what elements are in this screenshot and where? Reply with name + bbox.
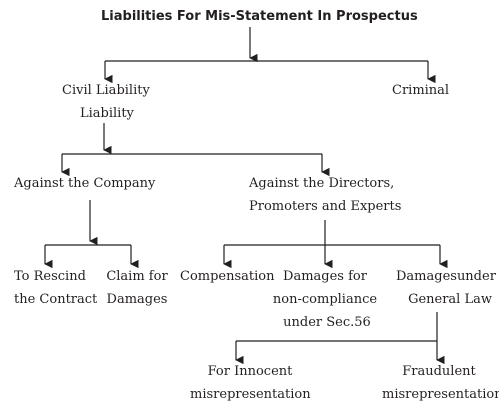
node-claim-line-2: Damages — [106, 292, 168, 307]
node-civil-line-2: Liability — [80, 106, 134, 121]
node-compensation: Compensation — [180, 265, 275, 288]
node-rescind-contract: To Rescind the Contract — [14, 265, 97, 311]
node-against-directors-line-1: Against the Directors, — [249, 176, 395, 191]
node-innocent-line-2: misrepresentation — [190, 387, 311, 402]
node-fraudulent-line-1: Fraudulent — [402, 364, 476, 379]
node-civil-line-1: Civil Liability — [62, 83, 150, 98]
node-claim-damages: Claim for Damages — [102, 265, 172, 311]
node-compensation-line-1: Compensation — [180, 269, 275, 284]
node-damages-noncompliance-line-3: under Sec.56 — [283, 315, 371, 330]
diagram-title: Liabilities For Mis-Statement In Prospec… — [101, 9, 418, 24]
node-against-directors: Against the Directors, Promoters and Exp… — [249, 172, 401, 218]
node-damages-general-line-2: General Law — [408, 292, 492, 307]
node-rescind-line-1: To Rescind — [14, 269, 86, 284]
node-damages-noncompliance: Damages for non-compliance under Sec.56 — [272, 265, 378, 334]
node-against-directors-line-2: Promoters and Experts — [249, 199, 402, 214]
node-damages-general-law: Damagesunder General Law — [396, 265, 496, 311]
node-criminal: Criminal — [392, 79, 449, 102]
node-civil-liability: Civil Liability Liability — [62, 79, 150, 125]
node-fraudulent-misrepresentation: Fraudulent misrepresentation — [382, 360, 499, 406]
node-damages-noncompliance-line-1: Damages for — [283, 269, 367, 284]
node-fraudulent-line-2: misrepresentation — [382, 387, 499, 402]
node-against-company-line-1: Against the Company — [14, 176, 156, 191]
node-damages-general-line-1: Damagesunder — [396, 269, 496, 284]
node-innocent-misrepresentation: For Innocent misrepresentation — [190, 360, 311, 406]
node-damages-noncompliance-line-2: non-compliance — [272, 292, 378, 307]
node-claim-line-1: Claim for — [106, 269, 168, 284]
node-criminal-line-1: Criminal — [392, 83, 450, 98]
node-rescind-line-2: the Contract — [14, 292, 98, 307]
node-against-company: Against the Company — [14, 172, 155, 195]
node-innocent-line-1: For Innocent — [207, 364, 293, 379]
